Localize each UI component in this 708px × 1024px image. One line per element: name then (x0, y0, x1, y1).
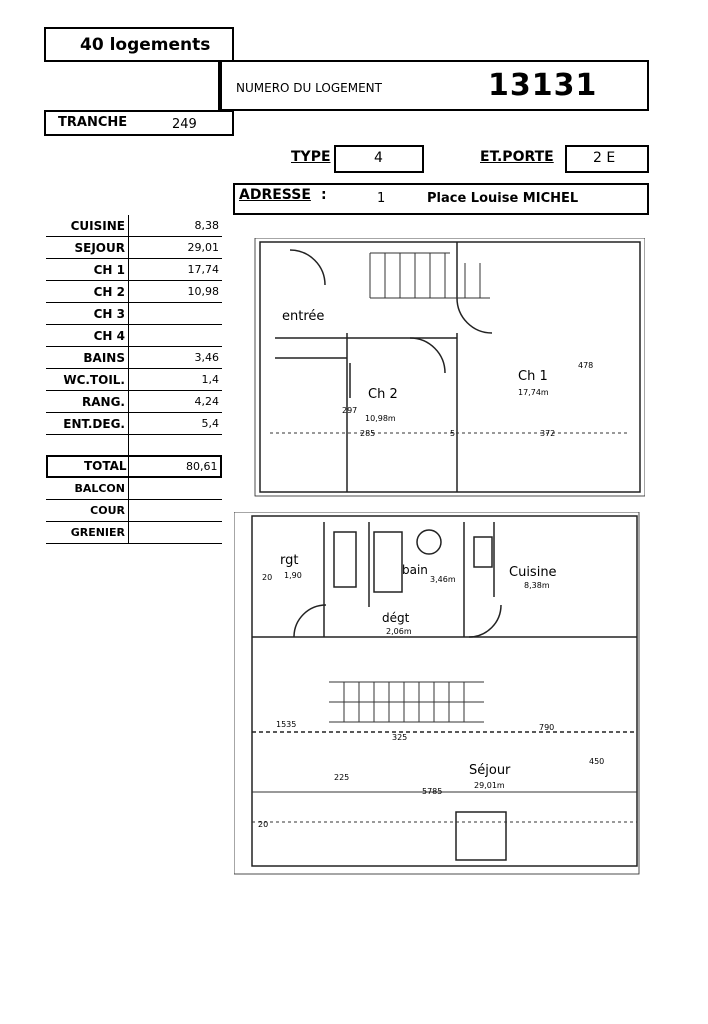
plan-label-degt: dégt (382, 611, 410, 625)
room-name: ENT.DEG. (46, 412, 129, 435)
plan-dim-e: 790 (539, 723, 554, 732)
plan-dim-d: 1535 (276, 720, 296, 729)
plan-label-ch1-area: 17,74m (518, 388, 549, 397)
plan-dim-b: 225 (334, 773, 349, 782)
plan-dim-b: 285 (360, 429, 375, 438)
room-name: CH 2 (46, 280, 129, 303)
room-value (128, 302, 222, 325)
table-row: RANG.4,24 (46, 390, 222, 413)
total-box: TOTAL 80,61 (46, 455, 222, 478)
table-row: COUR (46, 499, 222, 522)
plan-dim-a: 297 (342, 406, 357, 415)
plan-dim-e: 5 (450, 429, 455, 438)
room-value: 5,4 (128, 412, 222, 435)
room-name: SEJOUR (46, 236, 129, 259)
table-row: ENT.DEG.5,4 (46, 412, 222, 435)
table-row: BALCON (46, 478, 222, 500)
plan-label-sejour: Séjour (469, 763, 511, 778)
plan-dim-c: 325 (392, 733, 407, 742)
plan-label-sejour-area: 29,01m (474, 781, 505, 790)
room-value: 10,98 (128, 280, 222, 303)
total-value: 80,61 (186, 460, 218, 473)
title-box: 40 logements (44, 27, 234, 62)
room-name: CH 3 (46, 302, 129, 325)
total-divider (128, 455, 129, 478)
plan-dim-f: 450 (589, 757, 604, 766)
plan-dim-h: 20 (258, 820, 268, 829)
etporte-box: 2 E (565, 145, 649, 173)
plan-label-rgt-area: 1,90 (284, 571, 302, 580)
plan-dim-g: 5785 (422, 787, 442, 796)
extra-value (128, 478, 222, 500)
table-row-spacer (46, 434, 222, 456)
plan-label-ch2: Ch 2 (368, 387, 398, 402)
adresse-street: Place Louise MICHEL (427, 191, 579, 206)
room-value: 29,01 (128, 236, 222, 259)
extra-value (128, 499, 222, 522)
room-name: WC.TOIL. (46, 368, 129, 391)
room-value: 17,74 (128, 258, 222, 281)
numero-label: NUMERO DU LOGEMENT (236, 81, 382, 95)
numero-value: 13131 (488, 68, 598, 103)
total-label: TOTAL (84, 459, 127, 473)
extra-name: COUR (46, 499, 129, 522)
adresse-colon: : (321, 187, 327, 203)
title: 40 logements (80, 35, 211, 55)
plan-dim-a: 20 (262, 573, 272, 582)
extra-name: GRENIER (46, 521, 129, 544)
upper-floor-plan: entrée Ch 2 10,98m Ch 1 17,74m 297 285 3… (254, 238, 645, 497)
tranche-value: 249 (172, 117, 197, 132)
plan-label-bain-area: 3,46m (430, 575, 456, 584)
plan-label-cuisine-area: 8,38m (524, 581, 550, 590)
extras-table: BALCON COUR GRENIER (46, 478, 222, 544)
plan-label-bain: bain (402, 563, 428, 577)
table-row: CH 3 (46, 302, 222, 325)
room-name: CH 4 (46, 324, 129, 347)
extra-name: BALCON (46, 478, 129, 500)
room-value: 3,46 (128, 346, 222, 369)
room-value: 4,24 (128, 390, 222, 413)
tranche-label: TRANCHE (58, 115, 128, 130)
room-name: CUISINE (46, 215, 129, 237)
plan-label-rgt: rgt (280, 553, 298, 568)
type-value: 4 (374, 150, 383, 166)
room-name: CH 1 (46, 258, 129, 281)
room-value (128, 324, 222, 347)
plan-label-ch2-area: 10,98m (365, 414, 396, 423)
room-value: 1,4 (128, 368, 222, 391)
numero-box: NUMERO DU LOGEMENT 13131 (220, 60, 649, 111)
plan-label-entree: entrée (282, 309, 324, 324)
plan-label-degt-area: 2,06m (386, 627, 412, 636)
type-label: TYPE (291, 149, 331, 165)
room-value: 8,38 (128, 215, 222, 237)
lower-floor-plan: rgt 1,90 bain 3,46m Cuisine 8,38m dégt 2… (234, 512, 640, 875)
plan-dim-c: 372 (540, 429, 555, 438)
plan-label-ch1: Ch 1 (518, 369, 548, 384)
type-box: 4 (334, 145, 424, 173)
room-name: RANG. (46, 390, 129, 413)
adresse-label: ADRESSE (239, 187, 311, 203)
adresse-num: 1 (377, 191, 386, 206)
table-row: GRENIER (46, 521, 222, 544)
numero-left-divider (218, 62, 220, 112)
room-name: BAINS (46, 346, 129, 369)
tranche-box: TRANCHE 249 (44, 110, 234, 136)
adresse-box: ADRESSE : 1 Place Louise MICHEL (233, 183, 649, 215)
plan-label-cuisine: Cuisine (509, 565, 557, 580)
plan-dim-d: 478 (578, 361, 593, 370)
table-row: WC.TOIL.1,4 (46, 368, 222, 391)
extra-value (128, 521, 222, 544)
etporte-label: ET.PORTE (480, 149, 554, 165)
table-row: CH 4 (46, 324, 222, 347)
etporte-value: 2 E (593, 150, 616, 166)
